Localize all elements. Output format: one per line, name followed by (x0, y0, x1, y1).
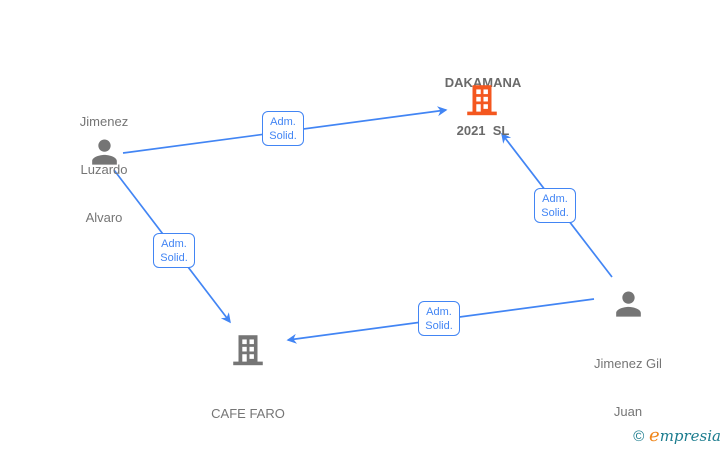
edge-label-line: Solid. (425, 319, 453, 332)
label-line: DAKAMANA (444, 75, 522, 90)
edge-label-luzardo-dakamana[interactable]: Adm. Solid. (262, 111, 304, 146)
person-name-label: Jimenez Gil Juan Francisco (575, 324, 681, 450)
company-name-label: DAKAMANA 2021 SL (420, 43, 546, 171)
empresia-logo[interactable]: © empresia (633, 427, 721, 446)
building-icon (233, 335, 263, 366)
brand-text: mpresia (659, 427, 721, 445)
edge-label-line: Adm. (161, 237, 187, 250)
edge-label-line: Adm. (426, 305, 452, 318)
person-icon (92, 139, 117, 165)
edge-label-line: Solid. (541, 206, 569, 219)
label-line: Luzardo (80, 162, 128, 177)
edge-label-line: Solid. (160, 251, 188, 264)
person-name-label: Jimenez Luzardo Alvaro (54, 82, 154, 258)
person-icon (616, 291, 641, 317)
brand-initial: e (649, 425, 660, 446)
label-line: CAFE FARO (211, 406, 285, 421)
building-icon (467, 85, 497, 116)
label-line: Jimenez (79, 114, 129, 129)
edge-label-line: Adm. (270, 115, 296, 128)
edge-label-luzardo-cafefaro[interactable]: Adm. Solid. (153, 233, 195, 268)
label-line: Juan (613, 404, 643, 419)
edge-label-gil-cafefaro[interactable]: Adm. Solid. (418, 301, 460, 336)
label-line: 2021 SL (456, 123, 510, 138)
edge-label-line: Solid. (269, 129, 297, 142)
edge-label-line: Adm. (542, 192, 568, 205)
edge-label-gil-dakamana[interactable]: Adm. Solid. (534, 188, 576, 223)
label-line: Jimenez Gil (594, 356, 662, 371)
company-name-label: CAFE FARO MASPALOMAS SL (188, 374, 308, 450)
label-line: Alvaro (85, 210, 123, 225)
copyright-icon: © (633, 428, 645, 445)
